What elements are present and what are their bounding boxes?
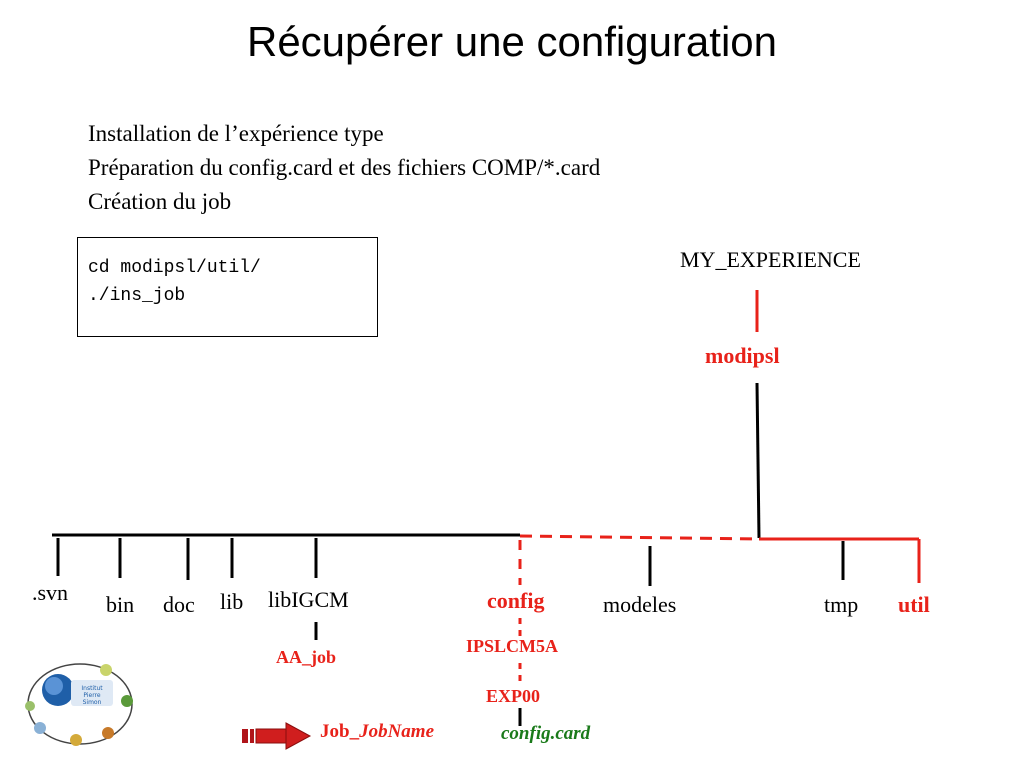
code-line-ins-job: ./ins_job (88, 286, 186, 306)
util-label: util (898, 592, 930, 617)
modipsl-label: modipsl (705, 343, 780, 368)
tmp-label: tmp (824, 592, 859, 617)
lib-label: lib (220, 589, 244, 614)
config-dashed-bar (519, 534, 760, 541)
modeles-label: modeles (603, 592, 677, 617)
config-label: config (487, 588, 545, 613)
svg-text:Institut: Institut (81, 685, 103, 692)
svg-text:Simon: Simon (83, 699, 102, 706)
svn-label: .svn (32, 580, 69, 605)
root-label: MY_EXPERIENCE (680, 247, 861, 272)
code-box: cd modipsl/util/ ./ins_job (77, 237, 378, 337)
page-title: Récupérer une configuration (246, 18, 777, 65)
svg-text:Pierre: Pierre (83, 692, 101, 699)
job-name-text: JobName (359, 721, 435, 742)
bullet-preparation: Préparation du config.card et des fichie… (88, 155, 601, 180)
job-prefix-text: Job_ (320, 721, 360, 742)
ipsl-logo-icon: Institut Pierre Simon (25, 663, 133, 746)
libigcm-label: libIGCM (268, 587, 349, 612)
modipsl-trunk-line (755, 382, 761, 539)
bin-label: bin (106, 592, 135, 617)
ipslcm5a-label: IPSLCM5A (466, 636, 559, 656)
config-card-label: config.card (501, 723, 591, 744)
code-line-cd: cd modipsl/util/ (88, 258, 261, 278)
aa-job-label: AA_job (276, 647, 337, 667)
job-name-label: Job_JobName (320, 721, 434, 743)
exp00-label: EXP00 (486, 686, 540, 706)
bullet-installation: Installation de l’expérience type (88, 121, 384, 146)
bullet-creation: Création du job (88, 189, 232, 214)
doc-label: doc (163, 592, 195, 617)
red-arrow-icon (242, 722, 312, 750)
